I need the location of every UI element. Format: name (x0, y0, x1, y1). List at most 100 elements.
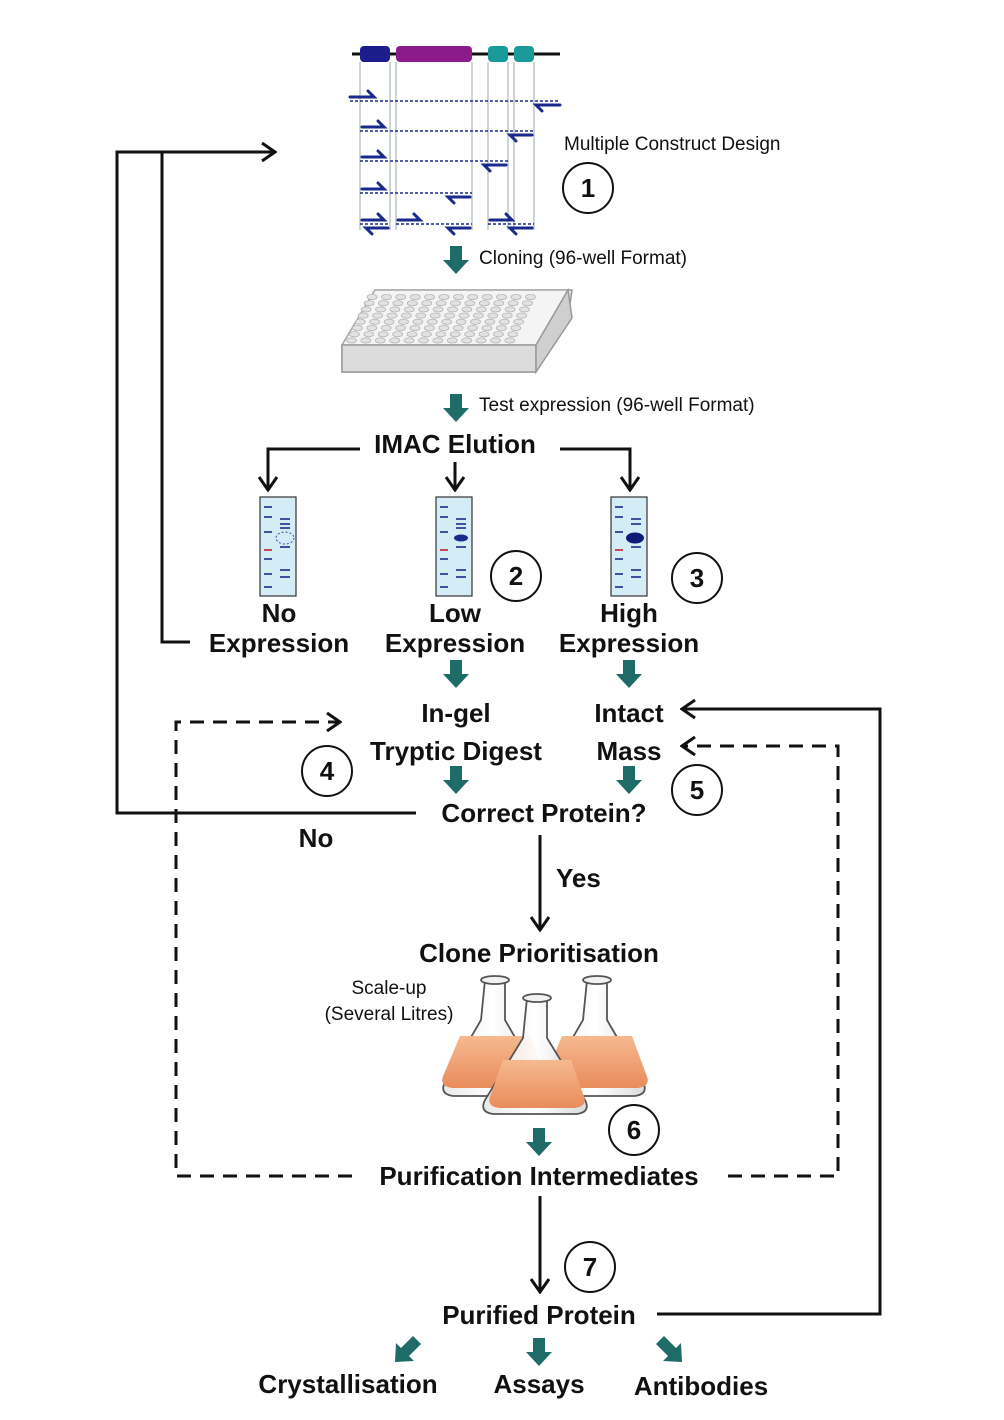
step-number-7: 7 (582, 1252, 598, 1282)
scale-up-line1: Scale-up (351, 978, 427, 999)
plate-well (507, 300, 519, 307)
plate-well (504, 306, 516, 313)
plate-well (458, 312, 470, 319)
plate-well (519, 306, 530, 313)
plate-well (392, 300, 404, 307)
plate-well (360, 337, 372, 344)
plate-well (446, 337, 458, 344)
imac-elution-label: IMAC Elution (374, 429, 536, 459)
construct-design-diagram (348, 46, 562, 236)
plate-well (395, 324, 407, 331)
plate-well (374, 337, 386, 344)
plate-well (429, 312, 441, 319)
96-well-plate-icon (340, 287, 573, 375)
plate-well (507, 331, 519, 338)
in-gel-tryptic-digest-label: In-gel Tryptic Digest (370, 694, 542, 770)
plate-well (421, 300, 433, 307)
intermediates-to-mass-loop (682, 746, 840, 1178)
plate-well (375, 306, 386, 313)
plate-well (464, 300, 476, 307)
purification-intermediates-label: Purification Intermediates (379, 1161, 699, 1191)
plate-well (478, 300, 490, 307)
step-number-5: 5 (689, 775, 705, 805)
teal-arrow-cloning (443, 246, 469, 274)
plate-well (490, 306, 502, 313)
gel-no-expression (259, 496, 297, 597)
plate-well (386, 312, 398, 319)
plate-well (424, 293, 436, 300)
plate-well (346, 337, 357, 344)
plate-well (406, 331, 418, 338)
intact-line1: Intact (594, 698, 664, 728)
erlenmeyer-flask-icon (442, 975, 648, 1115)
step-number-6: 6 (626, 1115, 642, 1145)
intact-mass-label: Intact Mass (594, 694, 663, 770)
high-expression-line2: Expression (558, 628, 700, 658)
plate-well (423, 324, 435, 331)
low-expression-line1: Low (428, 598, 481, 628)
plate-well (435, 300, 447, 307)
step-number-3: 3 (689, 563, 705, 593)
step-number-1: 1 (580, 173, 596, 203)
in-gel-line1: In-gel (421, 698, 491, 728)
plate-well (498, 318, 510, 325)
plate-well (354, 318, 366, 325)
teal-arrow-assays (526, 1338, 552, 1366)
intact-line2: Mass (596, 736, 662, 766)
imac-to-high (560, 447, 630, 490)
step-circle-2 (490, 550, 542, 602)
plate-well (464, 331, 476, 338)
step-circle-4 (301, 745, 353, 797)
plate-well (447, 306, 458, 313)
scale-up-line2: (Several Litres) (324, 1004, 454, 1025)
plate-well (510, 324, 522, 331)
teal-arrow-purify (526, 1128, 552, 1156)
plate-well (504, 337, 516, 344)
high-expression-line1: High (600, 598, 658, 628)
plate-well (369, 318, 381, 325)
plate-well (395, 293, 407, 300)
plate-well (372, 312, 384, 319)
plate-well (461, 306, 473, 313)
plate-well (351, 324, 363, 331)
plate-well (496, 293, 508, 300)
plate-well (478, 331, 490, 338)
plate-well (522, 300, 533, 307)
plate-well (444, 312, 456, 319)
teal-step-arrows (395, 246, 682, 1366)
plate-well (426, 318, 438, 325)
plate-well (389, 306, 401, 313)
clone-prioritisation-label: Clone Prioritisation (419, 938, 659, 968)
step-circle-6 (608, 1104, 660, 1156)
yes-label: Yes (556, 863, 601, 893)
intermediates-to-digest-loop (174, 722, 352, 1178)
plate-well (383, 318, 395, 325)
plate-well (490, 337, 501, 344)
plate-well (435, 331, 447, 338)
multiple-construct-design-label: Multiple Construct Design (564, 134, 781, 155)
plate-well (418, 306, 430, 313)
imac-to-no (268, 447, 360, 490)
low-expression-line2: Expression (384, 628, 526, 658)
plate-well (415, 312, 427, 319)
teal-arrow-low (443, 660, 469, 688)
plate-well (389, 337, 401, 344)
teal-arrow-digest (443, 766, 469, 794)
gel-low-expression (435, 496, 473, 597)
cloning-label: Cloning (96-well Format) (479, 248, 688, 269)
plate-well (357, 312, 369, 319)
high-expression-label: High Expression (559, 598, 699, 658)
plate-well (366, 293, 378, 300)
plate-well (380, 324, 392, 331)
plate-well (406, 300, 418, 307)
plate-well (455, 318, 467, 325)
plate-well (481, 293, 493, 300)
plate-well (438, 293, 450, 300)
assays-label: Assays (493, 1369, 585, 1399)
plate-well (467, 293, 479, 300)
plate-well (363, 331, 375, 338)
plate-well (403, 306, 415, 313)
plate-well (492, 331, 504, 338)
plate-well (516, 312, 527, 319)
